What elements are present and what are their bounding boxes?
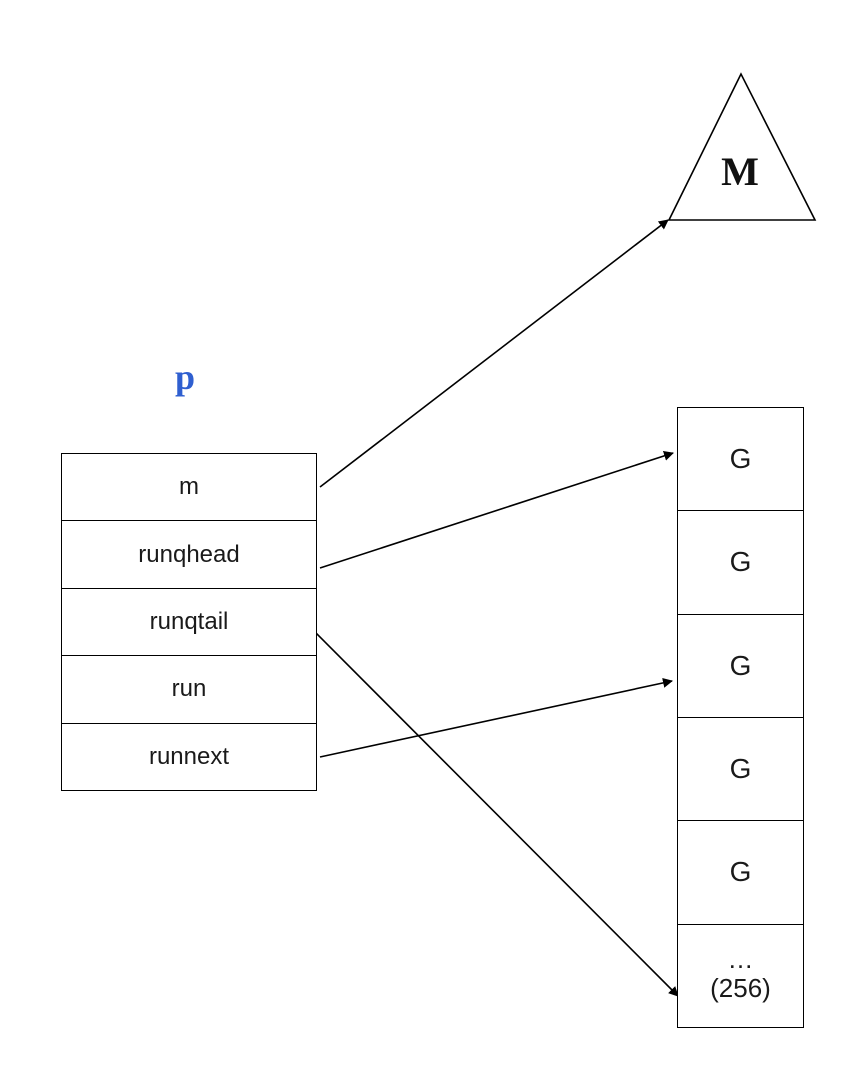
arrow-runqhead-to-queue-head — [319, 451, 674, 569]
p-struct-row-run: run — [62, 656, 316, 724]
arrow-runqtail-to-queue-tail — [314, 631, 679, 997]
p-struct-row-runnext: runnext — [62, 723, 316, 791]
m-node-label: M — [721, 149, 759, 194]
arrow-runnext-to-queue-cell — [319, 678, 673, 758]
p-struct-row-runqtail: runqtail — [62, 588, 316, 657]
m-triangle — [667, 72, 817, 221]
run-queue-cell-g: G — [678, 614, 803, 718]
arrow-m-to-triangle — [319, 219, 669, 488]
p-struct-row-m: m — [62, 454, 316, 522]
run-queue-table: G G G G G … (256) — [677, 407, 804, 1028]
run-queue-cell-g: G — [678, 717, 803, 822]
p-struct-title: p — [174, 357, 196, 397]
p-struct-row-runqhead: runqhead — [62, 521, 316, 589]
run-queue-cell-g: G — [678, 408, 803, 512]
overflow-ellipsis: … — [727, 943, 754, 974]
p-struct-table: m runqhead runqtail run runnext — [61, 453, 317, 791]
overflow-capacity: (256) — [710, 972, 771, 1003]
run-queue-cell-overflow: … (256) — [678, 924, 803, 1027]
run-queue-cell-g: G — [678, 821, 803, 925]
run-queue-cell-g: G — [678, 511, 803, 615]
